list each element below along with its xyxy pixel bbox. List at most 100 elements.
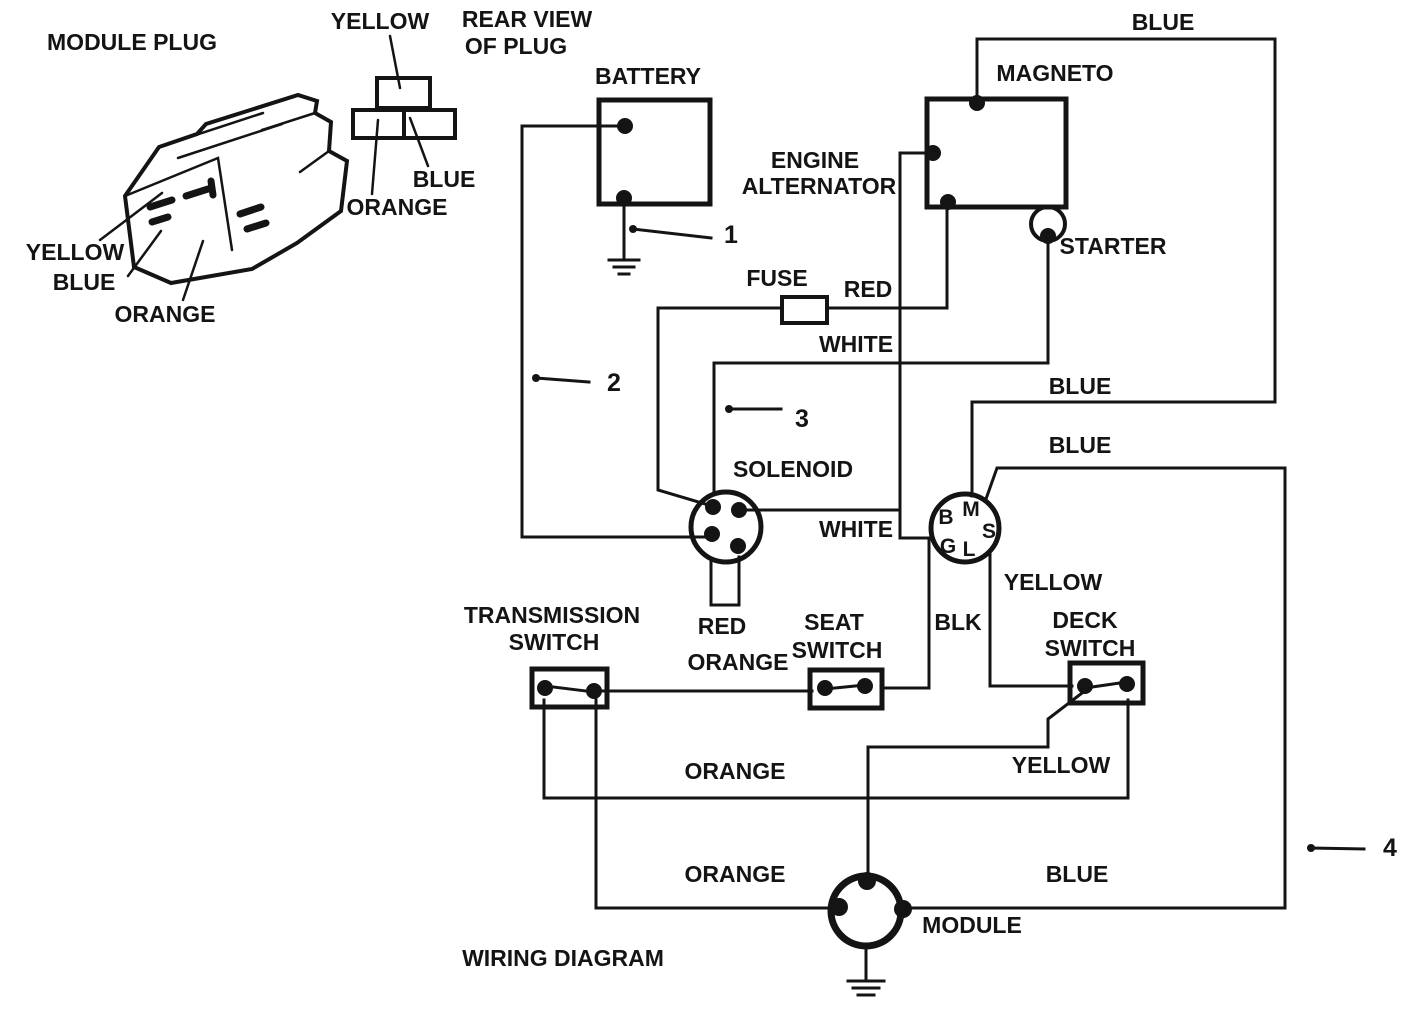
deck-switch: DECK SWITCH: [1045, 607, 1146, 706]
transmission-switch-lever: [543, 684, 596, 694]
alternator-terminal: [925, 145, 941, 161]
deck-switch-box: [1067, 660, 1146, 706]
seat-switch-label-line1: SEAT: [804, 609, 864, 635]
module-plug-blue-label: BLUE: [53, 269, 116, 295]
module-terminal-top: [858, 872, 876, 890]
rear-view-yellow-label: YELLOW: [331, 8, 430, 34]
magneto: MAGNETO ENGINE ALTERNATOR: [742, 60, 1114, 210]
seat-switch-box: [807, 667, 885, 711]
module-terminal-right: [894, 900, 912, 918]
module-plug-orange-leader: [181, 239, 205, 302]
module-label: MODULE: [922, 912, 1022, 938]
callout-1: 1: [724, 221, 738, 249]
battery-label: BATTERY: [595, 63, 701, 89]
module-terminal-left: [830, 898, 848, 916]
module-plug-slot-yellow: [146, 196, 176, 211]
wire-label-blue-key-m: BLUE: [1049, 373, 1112, 399]
callout-3: 3: [795, 405, 809, 433]
solenoid-red-cable: [709, 555, 741, 607]
wire-orange-transmission-to-module: [594, 698, 841, 910]
rear-view-plug: REAR VIEW OF PLUG YELLOW BLUE ORANGE: [331, 6, 593, 220]
key-switch-terminal-g: G: [940, 535, 956, 558]
fuse: FUSE: [746, 265, 829, 325]
rear-view-yellow-leader: [388, 34, 402, 90]
wire-orange-transmission-to-deck: [542, 698, 1130, 800]
deck-switch-terminal-right: [1119, 676, 1135, 692]
wire-label-white-key-b: WHITE: [819, 516, 893, 542]
wire-labels: BLUE RED WHITE BLUE BLUE WHITE YELLOW BL…: [685, 9, 1195, 887]
rear-view-blue-label: BLUE: [413, 166, 476, 192]
battery: BATTERY: [595, 63, 713, 276]
solenoid-terminal-2: [731, 502, 747, 518]
battery-ground-symbol: [607, 258, 641, 276]
module-plug-keyway: [182, 185, 212, 200]
transmission-switch-label-line1: TRANSMISSION: [464, 602, 640, 628]
diagram-title: WIRING DIAGRAM: [462, 945, 664, 971]
wire-label-red-solenoid: RED: [698, 613, 747, 639]
wire-alternator-to-key-b: [898, 151, 935, 540]
starter-terminal: [1040, 228, 1056, 244]
seat-switch: SEAT SWITCH: [792, 609, 885, 711]
wire-yellow-deck-to-module: [866, 690, 1085, 883]
deck-switch-label-line2: SWITCH: [1045, 635, 1136, 661]
module-plug-right-step: [260, 111, 317, 132]
callout-3-pointer-tip: [725, 405, 733, 413]
key-switch-terminal-s: S: [982, 520, 996, 543]
module-plug-yellow-label: YELLOW: [26, 239, 125, 265]
module-ground-symbol: [846, 979, 886, 997]
transmission-switch: TRANSMISSION SWITCH: [464, 602, 640, 710]
rear-view-pin-yellow-cavity: [375, 76, 432, 110]
solenoid: SOLENOID: [688, 456, 853, 607]
key-switch: B M S G L: [928, 491, 1002, 565]
transmission-switch-terminal-left: [537, 680, 553, 696]
rear-view-orange-leader: [370, 118, 380, 196]
wire-battery-to-solenoid: [520, 124, 712, 539]
module-plug-front-face-edge: [123, 156, 234, 252]
starter-label: STARTER: [1060, 233, 1167, 259]
engine-alternator-label-line2: ALTERNATOR: [742, 173, 897, 199]
wire-yellow-key-l-to-deck-switch: [988, 549, 1074, 688]
magneto-label: MAGNETO: [996, 60, 1113, 86]
module-plug-body: [122, 92, 350, 286]
seat-switch-terminal-right: [857, 678, 873, 694]
engine-alternator-label-line1: ENGINE: [771, 147, 859, 173]
wire-blue-key-s-to-module: [903, 466, 1287, 910]
callout-1-pointer: [631, 227, 713, 240]
module-plug-title: MODULE PLUG: [47, 29, 217, 55]
solenoid-label: SOLENOID: [733, 456, 853, 482]
starter: STARTER: [1029, 205, 1167, 259]
wire-label-orange-module: ORANGE: [685, 861, 786, 887]
wires: [520, 37, 1287, 981]
seat-switch-label-line2: SWITCH: [792, 637, 883, 663]
rear-view-orange-label: ORANGE: [347, 194, 448, 220]
battery-negative-terminal: [616, 190, 632, 206]
key-switch-terminal-m: M: [962, 498, 980, 521]
solenoid-terminal-4: [730, 538, 746, 554]
callout-2: 2: [607, 369, 621, 397]
callout-4-pointer: [1309, 846, 1366, 851]
module-plug-slot-blue: [236, 203, 265, 218]
wire-label-orange-seat: ORANGE: [688, 649, 789, 675]
callout-2-pointer: [534, 376, 591, 384]
wire-label-blue-key-s: BLUE: [1049, 432, 1112, 458]
battery-box: [596, 97, 713, 207]
rear-view-blue-leader: [408, 116, 430, 168]
magneto-bottom-terminal: [940, 194, 956, 210]
battery-positive-terminal: [617, 118, 633, 134]
rear-view-pin-blue-cavity: [402, 108, 457, 140]
fuse-label: FUSE: [746, 265, 807, 291]
seat-switch-terminal-left: [817, 680, 833, 696]
module-plug-illustration: MODULE PLUG YELLOW BLUE ORANGE: [26, 29, 350, 327]
module: MODULE: [827, 872, 1022, 997]
rear-view-title-line2: OF PLUG: [465, 33, 567, 59]
wire-label-blue-module: BLUE: [1046, 861, 1109, 887]
wire-fuse-left-to-solenoid: [656, 306, 784, 508]
solenoid-terminal-1: [705, 499, 721, 515]
transmission-switch-terminal-right: [586, 683, 602, 699]
transmission-switch-label-line2: SWITCH: [509, 629, 600, 655]
callout-4-pointer-tip: [1307, 844, 1315, 852]
wire-blue-magneto-to-key-m: [970, 37, 1277, 498]
module-plug-top-rail: [157, 111, 265, 149]
